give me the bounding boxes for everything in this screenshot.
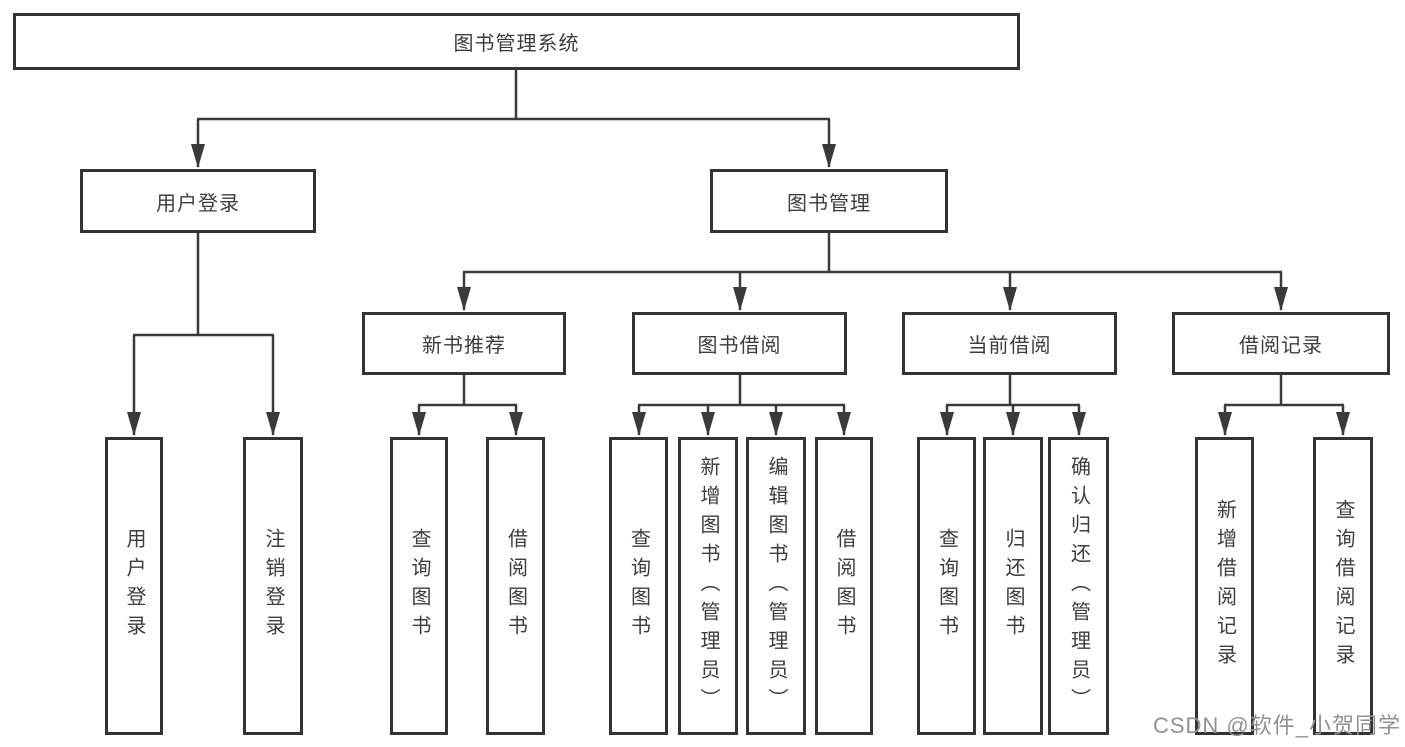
node-book-management: 图书管理 (710, 169, 948, 233)
leaf-borrow-books-recommend: 借阅图书 (486, 437, 545, 735)
leaf-add-books-admin: 新增图书（管理员） (678, 437, 738, 735)
leaf-label: 编辑图书（管理员） (765, 455, 787, 717)
node-root-library-system: 图书管理系统 (13, 13, 1020, 70)
leaf-label: 查询图书 (408, 528, 430, 644)
leaf-borrow-books-borrowing: 借阅图书 (815, 437, 873, 735)
node-label: 借阅记录 (1239, 335, 1323, 357)
leaf-query-books-borrowing: 查询图书 (609, 437, 668, 735)
leaf-label: 借阅图书 (833, 528, 855, 644)
leaf-label: 注销登录 (262, 528, 284, 644)
leaf-label: 借阅图书 (504, 528, 527, 644)
leaf-label: 归还图书 (1002, 528, 1024, 644)
node-borrowing-records: 借阅记录 (1172, 312, 1390, 375)
node-label: 图书管理系统 (453, 33, 580, 55)
leaf-label: 查询图书 (627, 528, 650, 644)
leaf-edit-books-admin: 编辑图书（管理员） (746, 437, 806, 735)
node-label: 新书推荐 (422, 335, 506, 357)
leaf-query-borrow-record: 查询借阅记录 (1313, 437, 1373, 735)
leaf-query-books-current: 查询图书 (917, 437, 976, 735)
leaf-query-books-recommend: 查询图书 (390, 437, 448, 735)
node-current-borrowing: 当前借阅 (902, 312, 1117, 375)
node-label: 图书管理 (787, 192, 871, 215)
leaf-user-login: 用户登录 (105, 437, 163, 735)
leaf-label: 新增图书（管理员） (697, 455, 719, 717)
leaf-confirm-return-admin: 确认归还（管理员） (1048, 437, 1109, 735)
leaf-logout-login: 注销登录 (243, 437, 303, 735)
leaf-label: 确认归还（管理员） (1067, 455, 1090, 717)
leaf-return-books: 归还图书 (983, 437, 1043, 735)
csdn-watermark: CSDN @软件_小贺同学 (1152, 713, 1401, 738)
leaf-label: 用户登录 (123, 528, 145, 644)
node-label: 当前借阅 (967, 335, 1052, 357)
node-book-borrowing: 图书借阅 (632, 312, 847, 375)
leaf-label: 查询借阅记录 (1332, 499, 1354, 673)
node-new-book-recommendation: 新书推荐 (362, 312, 566, 375)
leaf-label: 新增借阅记录 (1213, 499, 1236, 673)
node-user-login-branch: 用户登录 (80, 169, 316, 233)
leaf-label: 查询图书 (935, 528, 958, 644)
leaf-add-borrow-record: 新增借阅记录 (1195, 437, 1254, 735)
node-label: 用户登录 (156, 192, 240, 215)
node-label: 图书借阅 (697, 335, 782, 357)
